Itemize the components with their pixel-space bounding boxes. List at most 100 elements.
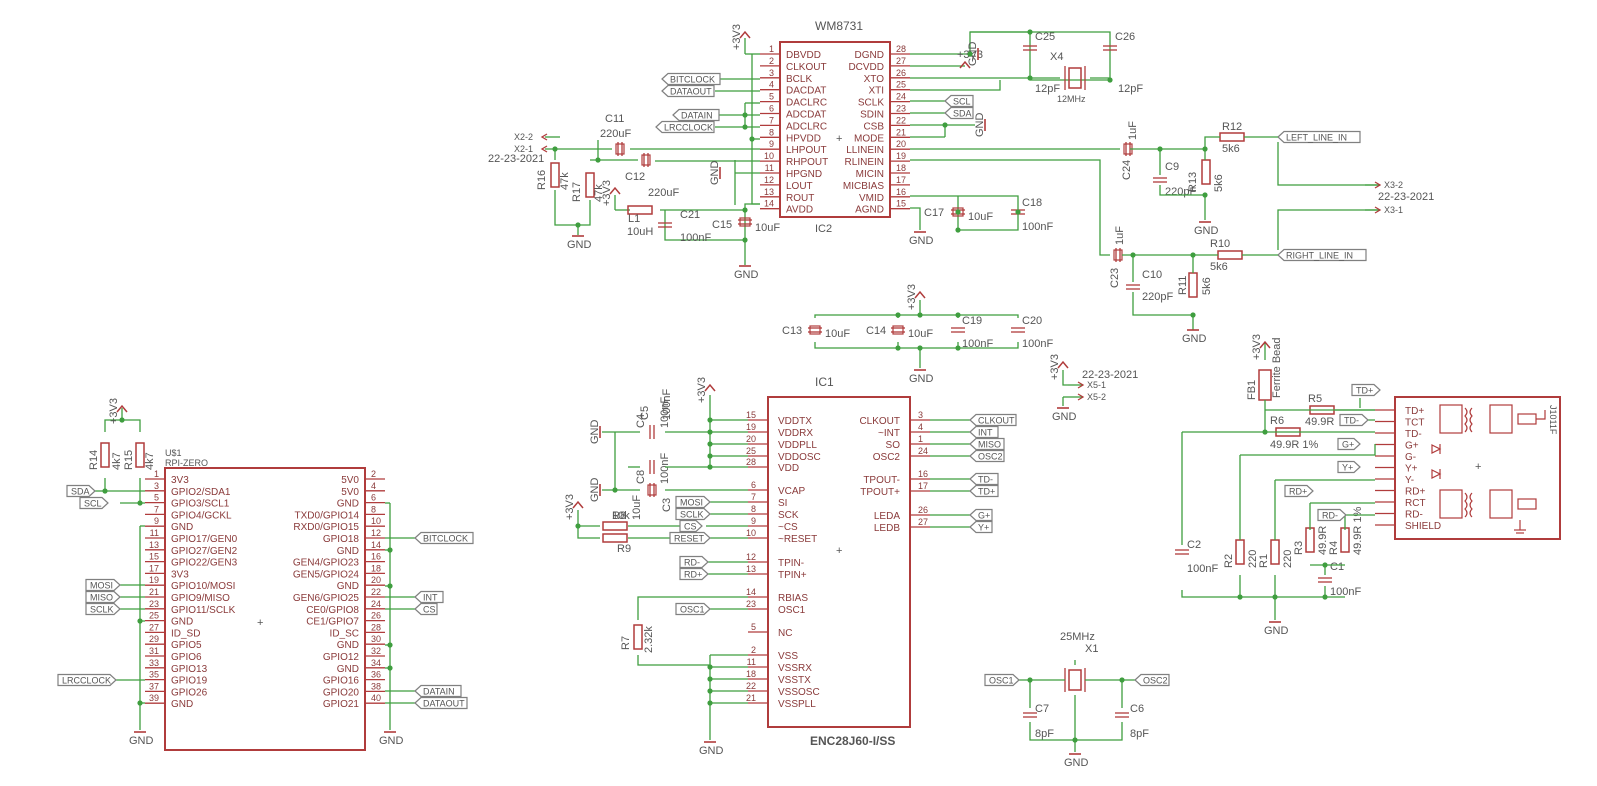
net-scl: SCL xyxy=(953,97,971,107)
junction-dot xyxy=(917,312,923,318)
u1-pin-name: GPIO9/MISO xyxy=(171,593,230,604)
net-rd-plus-jack: RD+ xyxy=(1289,487,1307,497)
c17-ref: C17 xyxy=(924,207,944,219)
jack-wires xyxy=(1181,342,1376,620)
ic1-pin-number: 28 xyxy=(746,457,756,467)
r4-value: 49.9R 1% xyxy=(1352,506,1364,555)
c1-ref: C1 xyxy=(1330,561,1344,573)
c9-ref: C9 xyxy=(1165,161,1179,173)
ic2-pin-number: 11 xyxy=(765,163,774,173)
connector-x5-1: X5-1 xyxy=(1087,380,1106,390)
u1-pin-name: GPIO22/GEN3 xyxy=(171,558,238,569)
net-rd-minus-jack-flag xyxy=(1317,508,1347,522)
u1-pin-number: 33 xyxy=(149,658,159,668)
ic1-pin-name: VDDOSC xyxy=(778,452,821,463)
jack-net-labels: TD+TD-G+Y+RD+RD- xyxy=(1284,383,1381,522)
u1-pin-name: GPIO3/SCL1 xyxy=(171,499,230,510)
c3-value: 10uF xyxy=(631,495,643,520)
net-y-plus-flag xyxy=(969,520,993,534)
r4-body xyxy=(1340,527,1350,553)
supply-v33-dcvdd-arrow xyxy=(959,60,971,69)
r11-body xyxy=(1188,272,1198,298)
ic1-pin-name: LEDA xyxy=(874,511,900,522)
ic1-pin-name: ~INT xyxy=(878,428,900,439)
ic2-pin-name: VMID xyxy=(859,193,884,204)
junctions xyxy=(102,29,1328,743)
ic2-pin-name: MICBIAS xyxy=(843,181,884,192)
u1-pin-number: 20 xyxy=(371,575,381,585)
u1-pin-number: 12 xyxy=(371,528,381,538)
net-g-plus: G+ xyxy=(978,511,990,521)
r6-value: 49.9R 1% xyxy=(1270,439,1319,451)
u1-pin-name: 3V3 xyxy=(171,475,189,486)
r10-ref: R10 xyxy=(1210,238,1230,250)
u1-pin-number: 38 xyxy=(371,681,381,691)
u1-pin-number: 39 xyxy=(149,693,159,703)
junction-dot xyxy=(742,207,748,213)
c24-value: 1uF xyxy=(1127,121,1139,140)
ic2-pin-number: 25 xyxy=(896,80,906,90)
net-sda: SDA xyxy=(953,109,972,119)
c23-ref: C23 xyxy=(1109,268,1121,288)
net-sda-rpi: SDA xyxy=(71,487,90,497)
r16-ref: R16 xyxy=(536,170,548,190)
u1-pin-name: GPIO11/SCLK xyxy=(171,605,236,616)
ic1-origin: + xyxy=(836,545,842,557)
u1-pin-number: 36 xyxy=(371,670,381,680)
supply-v33-reset: +3V3 xyxy=(564,494,576,520)
net-cs-flag xyxy=(679,519,703,533)
r10-body xyxy=(1217,250,1243,260)
supply-gnd-r11: GND xyxy=(1182,333,1207,345)
l1-value: 10uH xyxy=(627,226,653,238)
u1-pin-name: GPIO26 xyxy=(171,687,208,698)
ic1-pin-number: 8 xyxy=(751,504,756,514)
wire xyxy=(1132,292,1194,330)
net-y-plus: Y+ xyxy=(978,523,989,533)
ic1-pin-name: LEDB xyxy=(874,523,900,534)
junction-dot xyxy=(955,345,961,351)
ic1-pin-number: 9 xyxy=(751,516,756,526)
jack-pin-name: G- xyxy=(1405,452,1416,463)
ic1-pin-number: 3 xyxy=(918,410,923,420)
u1-pin-name: GPIO18 xyxy=(323,534,360,545)
junction-dot xyxy=(137,618,143,624)
connector-x3-2-pin xyxy=(1374,181,1382,189)
connector-x2-2-pin xyxy=(540,133,548,141)
u1-pin-name: GND xyxy=(171,699,193,710)
c13-value: 10uF xyxy=(825,328,850,340)
c13-body xyxy=(809,325,821,335)
jack-pin-name: TD+ xyxy=(1405,406,1424,417)
c11-ref: C11 xyxy=(605,113,624,125)
net-datain-rpi: DATAIN xyxy=(423,687,455,697)
net-int-flag xyxy=(969,425,999,439)
ic1-pin-name: TPIN+ xyxy=(778,570,807,581)
connector-x2-package: 22-23-2021 xyxy=(488,153,544,165)
ic1-pin-number: 1 xyxy=(918,434,923,444)
u1-pin-number: 16 xyxy=(371,552,381,562)
ic1-pin-number: 17 xyxy=(918,481,928,491)
junction-dot xyxy=(955,312,961,318)
ic1-pin-name: OSC1 xyxy=(778,605,806,616)
junction-dot xyxy=(742,237,748,243)
ic1-pin-name: VCAP xyxy=(778,486,806,497)
connector-x5-package: 22-23-2021 xyxy=(1082,369,1138,381)
ic1-pin-number: 27 xyxy=(918,517,928,527)
net-osc2-flag xyxy=(969,449,1005,463)
ic1-pin-number: 7 xyxy=(751,492,756,502)
ic1-pin-number: 13 xyxy=(746,564,756,574)
junction-dot xyxy=(955,209,961,215)
c18-ref: C18 xyxy=(1022,197,1042,209)
ic1-part-name: ENC28J60-I/SS xyxy=(810,734,895,748)
u1-pin-name: GND xyxy=(171,522,193,533)
net-osc1-flag xyxy=(675,602,711,616)
r4-ref: R4 xyxy=(1328,541,1340,555)
r8-value: 10k xyxy=(612,510,630,522)
jack-pin-name: RD- xyxy=(1405,510,1423,521)
r15-ref: R15 xyxy=(123,450,135,470)
u1-pin-name: GEN4/GPIO23 xyxy=(293,558,360,569)
r2-ref: R2 xyxy=(1223,554,1235,568)
jack-part-text: J1011F xyxy=(1548,405,1558,435)
junction-dot xyxy=(387,665,393,671)
